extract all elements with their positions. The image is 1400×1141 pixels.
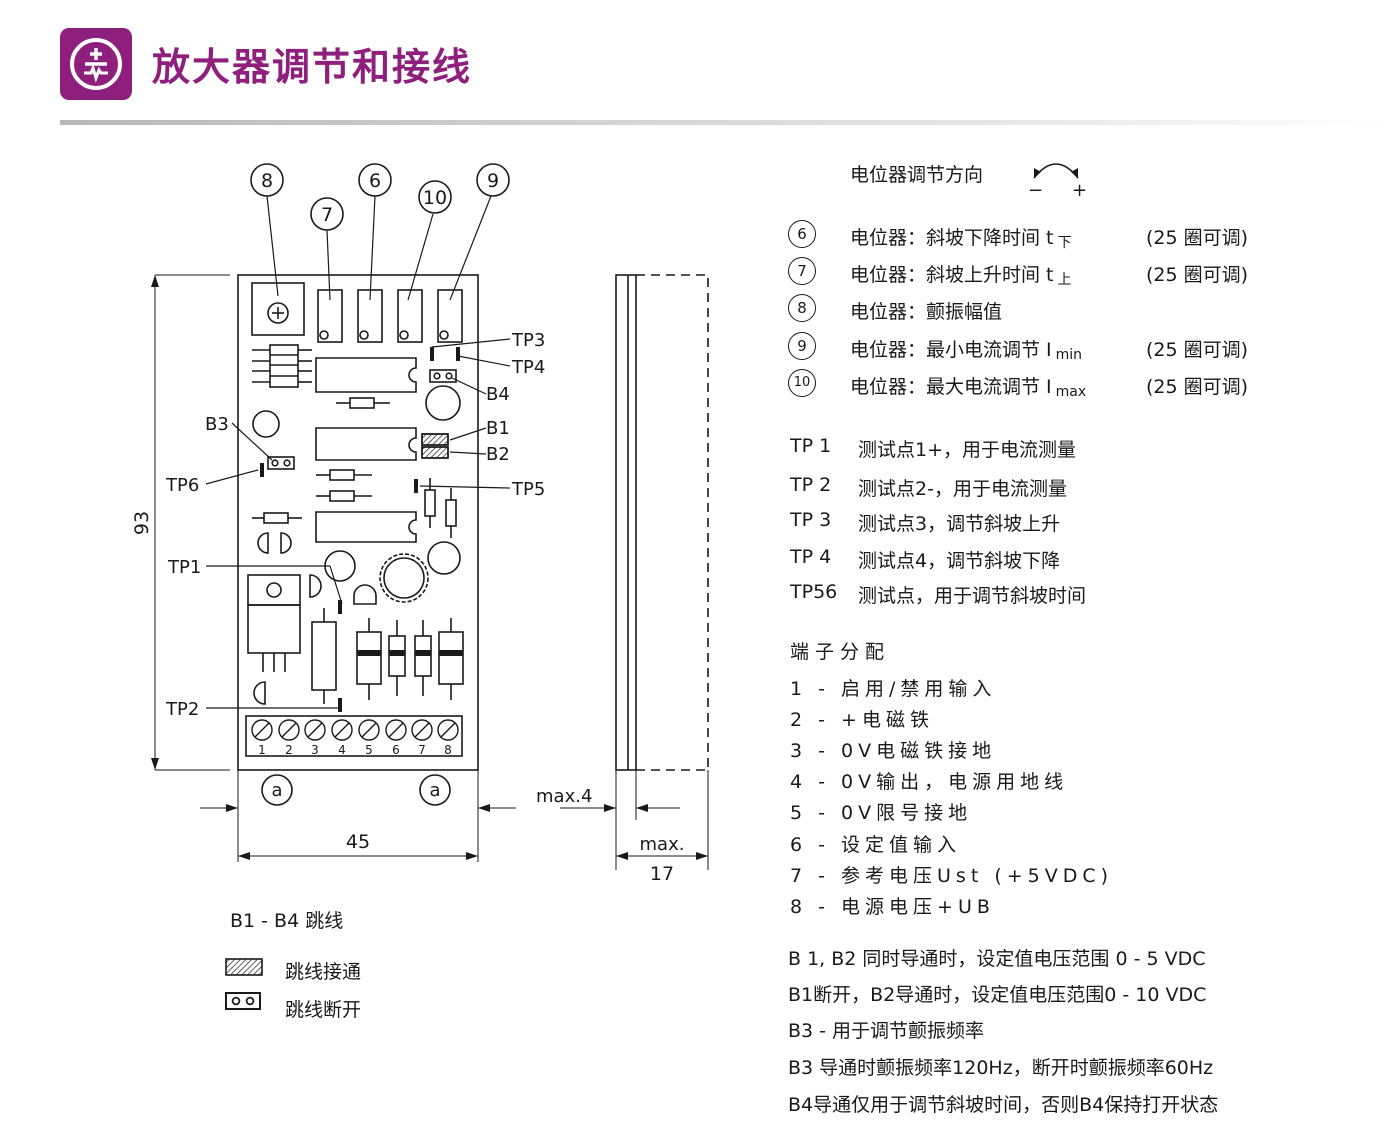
tp-id: TP 3	[790, 509, 832, 531]
pot-range: (25 圈可调)	[1146, 339, 1249, 361]
pot-range: (25 圈可调)	[1146, 227, 1249, 249]
pot-number: 10	[788, 369, 816, 397]
terminal-item: 7 - 参考电压Ust (+5VDC)	[790, 865, 1114, 887]
tp-desc: 测试点2-，用于电流测量	[858, 478, 1067, 500]
pot-direction-title: 电位器调节方向	[850, 164, 984, 186]
jumper-open-label: 跳线断开	[285, 999, 362, 1021]
pot-number: 6	[788, 220, 816, 248]
tp-id: TP 4	[790, 546, 832, 568]
pot-sub: min	[1055, 347, 1083, 363]
jumper-note: B 1, B2 同时导通时，设定值电压范围 0 - 5 VDC	[788, 948, 1206, 970]
tp1-label: TP1	[167, 557, 201, 578]
pot-range: (25 圈可调)	[1146, 264, 1249, 286]
callout-7: 7	[321, 204, 333, 226]
terminal-item: 3 - 0V电磁铁接地	[790, 740, 997, 762]
rotation-arc-icon	[1033, 163, 1079, 179]
terminal-item: 8 - 电源电压+UB	[790, 896, 995, 918]
tp6-label: TP6	[165, 475, 199, 496]
b3-label: B3	[205, 414, 229, 435]
terminal-assignment-title: 端子分配	[790, 641, 891, 663]
terminal-3: 3	[311, 743, 319, 757]
terminal-8: 8	[444, 743, 452, 757]
terminal-item: 2 - +电磁铁	[790, 709, 934, 731]
direction-minus: −	[1028, 180, 1043, 201]
jumper-note: B3 - 用于调节颤振频率	[788, 1020, 985, 1042]
terminal-6: 6	[392, 743, 400, 757]
dim-depth-label: max.	[640, 834, 685, 855]
pot-desc: 电位器：颤振幅值	[850, 301, 1003, 323]
tp-desc: 测试点1+，用于电流测量	[858, 439, 1077, 461]
potentiometer-10	[397, 289, 423, 343]
side-view-outline	[615, 274, 637, 771]
callout-8: 8	[261, 170, 273, 192]
tp-id: TP 1	[790, 435, 832, 457]
pot-desc: 电位器：最大电流调节 I	[850, 376, 1052, 398]
dim-height: 93	[131, 511, 153, 535]
terminal-item: 1 - 启用/禁用输入	[790, 678, 997, 700]
dim-depth: 17	[650, 863, 674, 885]
header-divider	[60, 120, 1390, 125]
tp-id: TP56	[790, 581, 838, 603]
terminal-item: 6 - 设定值输入	[790, 834, 962, 856]
tp-desc: 测试点4，调节斜坡下降	[858, 550, 1061, 572]
tp2-label: TP2	[165, 699, 199, 720]
pot-number: 9	[788, 332, 816, 360]
tp-desc: 测试点3，调节斜坡上升	[858, 513, 1061, 535]
brand-logo-icon	[60, 28, 132, 100]
pot-sub: max	[1055, 384, 1087, 400]
pot-item: 8 电位器：颤振幅值	[788, 294, 1288, 324]
dim-overhang: max.4	[536, 786, 592, 807]
pot-sub: 下	[1057, 235, 1072, 251]
pot-sub: 上	[1057, 272, 1072, 288]
tp-desc: 测试点，用于调节斜坡时间	[858, 585, 1087, 607]
b4-label: B4	[486, 384, 510, 405]
terminal-block	[245, 715, 463, 757]
jumper-note: B3 导通时颤振频率120Hz，断开时颤振频率60Hz	[788, 1057, 1214, 1079]
pot-number: 7	[788, 257, 816, 285]
b2-label: B2	[486, 444, 510, 465]
jumper-note: B4导通仅用于调节斜坡时间，否则B4保持打开状态	[788, 1094, 1219, 1116]
potentiometer-9	[437, 289, 463, 343]
mount-hole-left-label: a	[271, 780, 282, 801]
pot-number: 8	[788, 294, 816, 322]
terminal-item: 4 - 0V输出，电源用地线	[790, 771, 1069, 793]
terminal-4: 4	[338, 743, 346, 757]
callout-10: 10	[423, 187, 447, 209]
terminal-2: 2	[285, 743, 293, 757]
tp3-label: TP3	[511, 330, 545, 351]
pot-desc: 电位器：斜坡下降时间 t	[850, 227, 1054, 249]
direction-plus: +	[1072, 180, 1087, 201]
terminal-5: 5	[365, 743, 373, 757]
callout-9: 9	[487, 170, 499, 192]
jumper-closed-label: 跳线接通	[285, 961, 362, 983]
mount-hole-right-label: a	[429, 780, 440, 801]
jumper-note: B1断开，B2导通时，设定值电压范围0 - 10 VDC	[788, 984, 1207, 1006]
voltage-regulator	[247, 574, 301, 606]
jumper-open-icon	[225, 992, 261, 1010]
potentiometer-8	[251, 282, 305, 336]
terminal-1: 1	[258, 743, 266, 757]
dim-width: 45	[346, 831, 370, 853]
b1-label: B1	[486, 418, 510, 439]
tp5-label: TP5	[511, 479, 545, 500]
terminal-item: 5 - 0V限号接地	[790, 802, 973, 824]
jumper-closed-icon	[225, 958, 263, 976]
board-outline	[237, 274, 479, 771]
jumper-legend-title: B1 - B4 跳线	[230, 910, 344, 932]
tp-id: TP 2	[790, 474, 832, 496]
callout-6: 6	[369, 170, 381, 192]
tp4-label: TP4	[511, 357, 545, 378]
terminal-7: 7	[418, 743, 426, 757]
page-title: 放大器调节和接线	[152, 45, 473, 89]
pot-range: (25 圈可调)	[1146, 376, 1249, 398]
pot-desc: 电位器：最小电流调节 I	[850, 339, 1052, 361]
pot-desc: 电位器：斜坡上升时间 t	[850, 264, 1054, 286]
